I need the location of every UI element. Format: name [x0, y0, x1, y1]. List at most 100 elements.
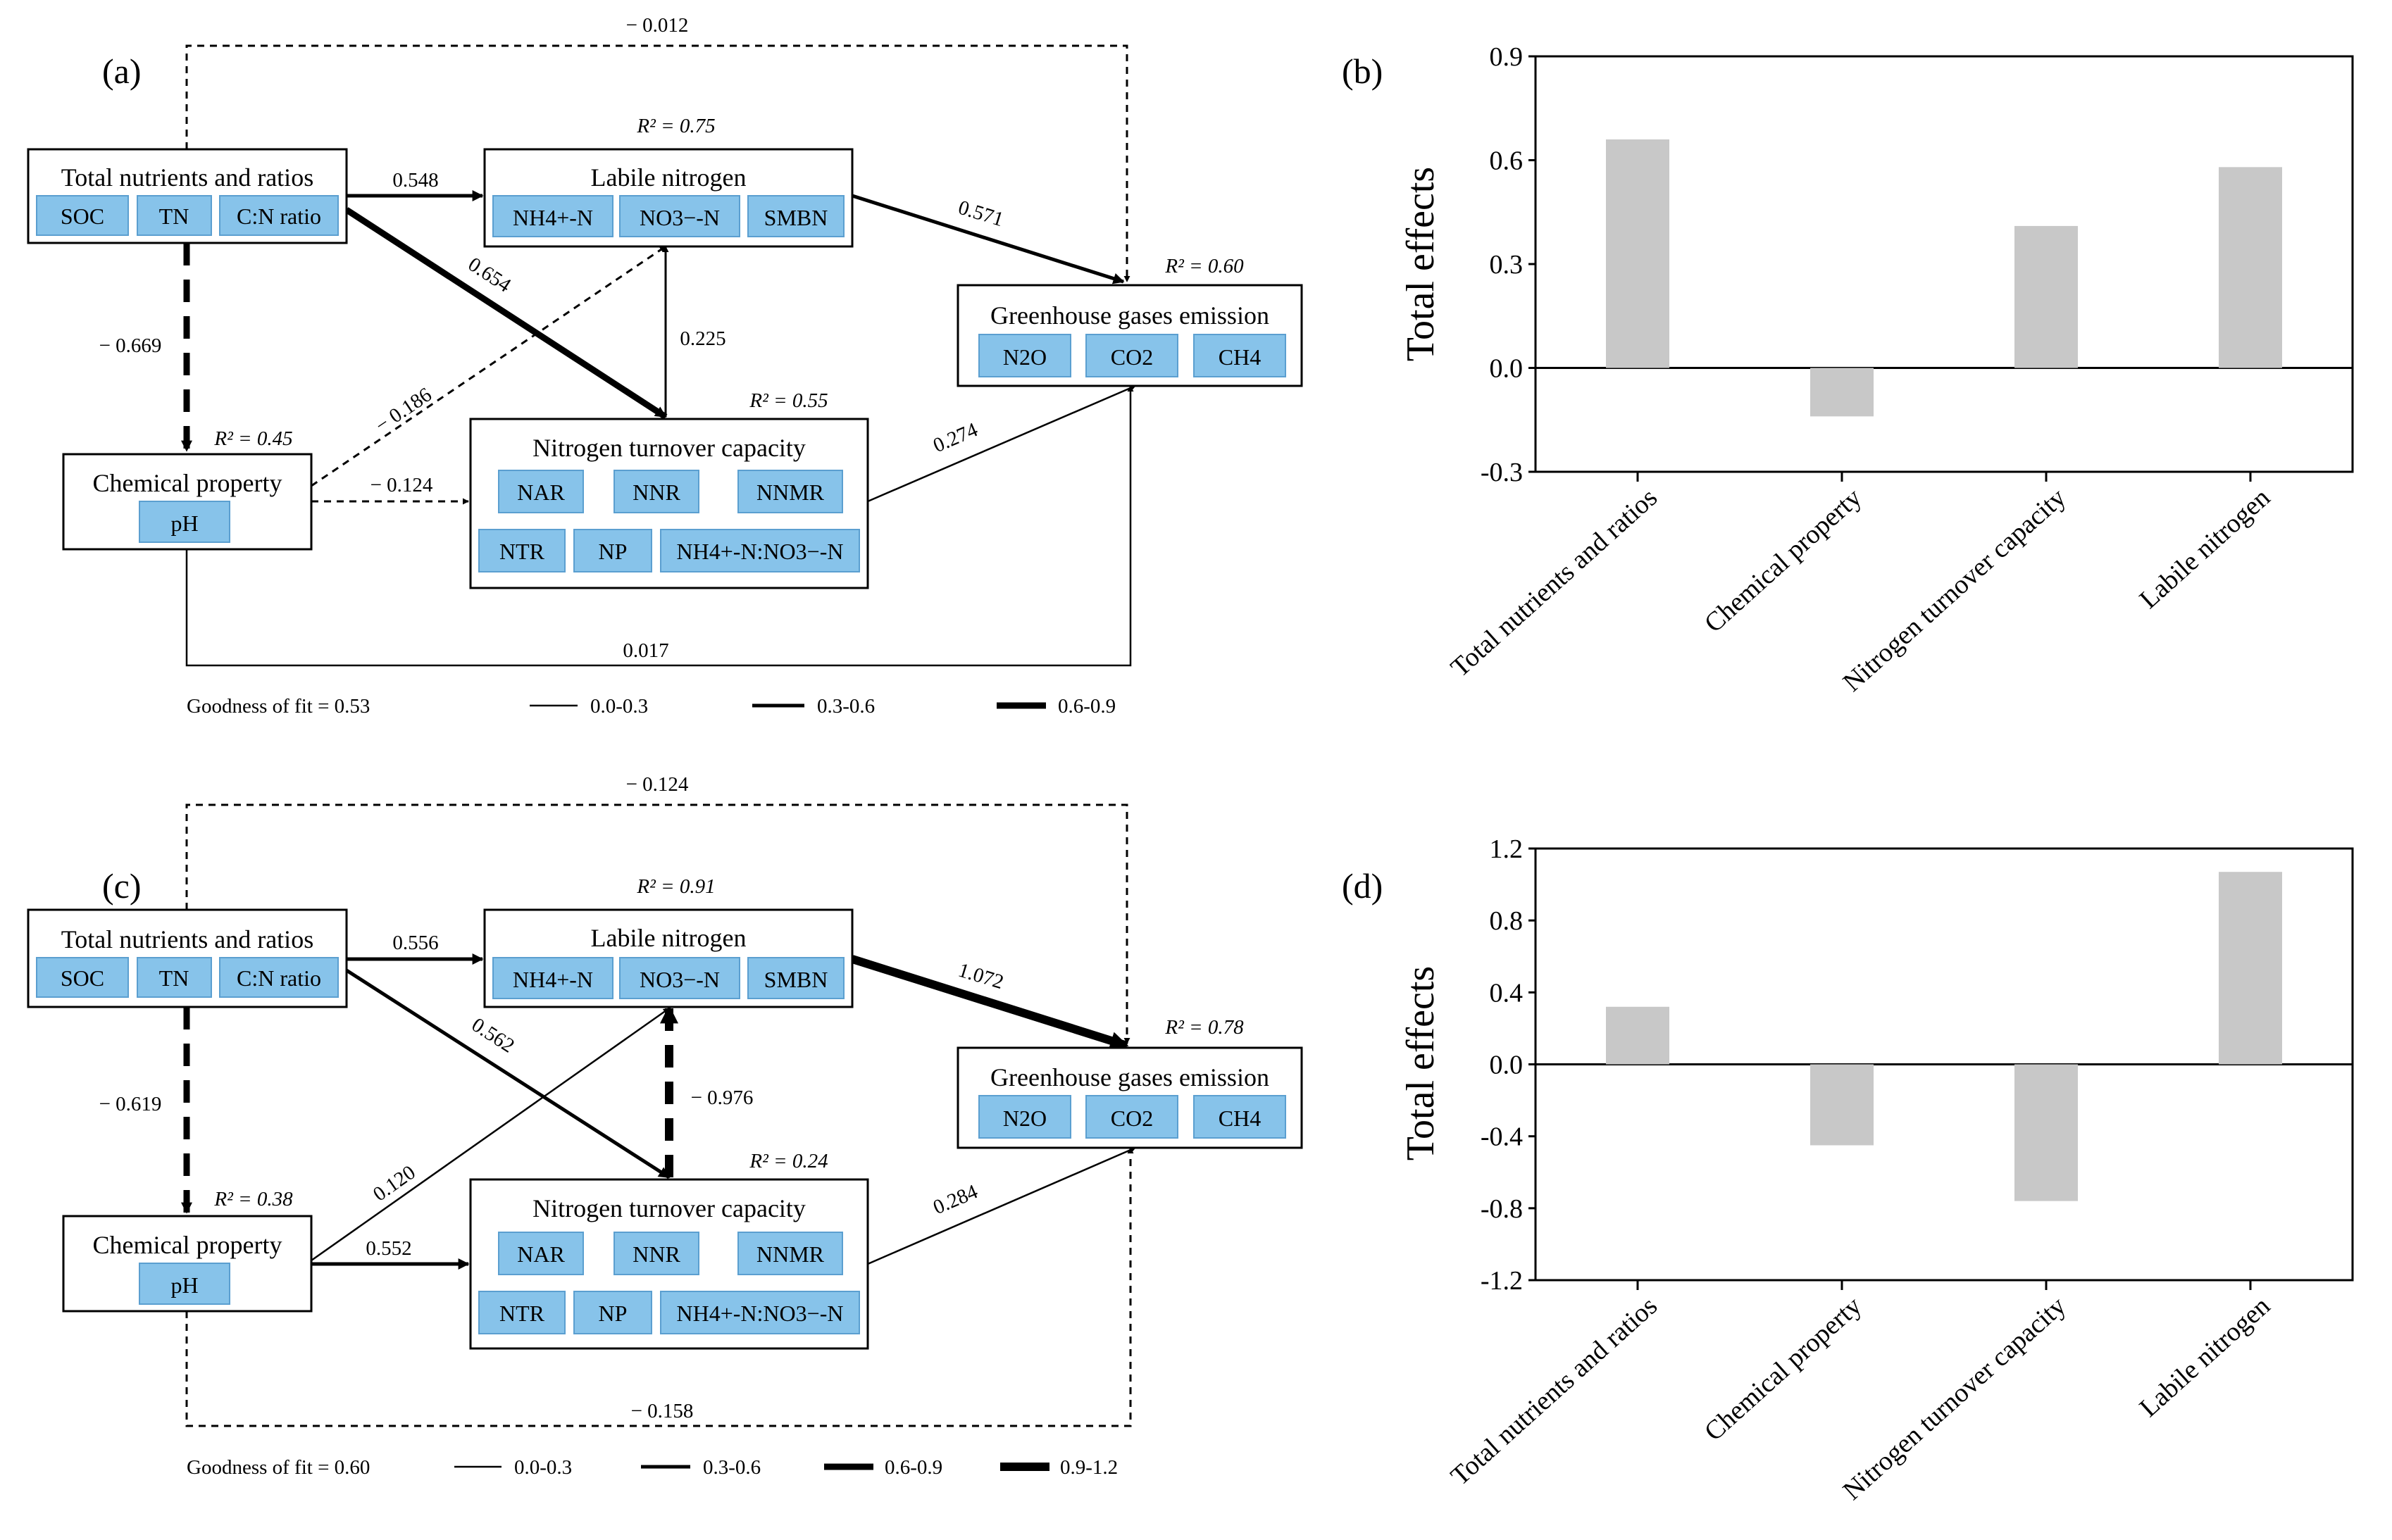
legend-item: 0.0-0.3: [590, 695, 648, 718]
chip-label: pH: [170, 1272, 198, 1298]
chip-label: NTR: [499, 539, 545, 564]
r2-chem: R² = 0.45: [213, 427, 292, 450]
chip-label: C:N ratio: [237, 965, 321, 991]
panel-a-diagram: (a) − 0.012 0.548 0.654 − 0.669 0.571 0.…: [27, 14, 1303, 718]
path-ntc-ghg: [867, 384, 1136, 503]
chip-label: pH: [170, 511, 198, 536]
panel-c-label: (c): [102, 866, 142, 906]
path-labile-ghg: [852, 194, 1125, 284]
chip-label: SOC: [61, 965, 104, 991]
bar: [2219, 872, 2282, 1065]
category-label: Chemical property: [1699, 1291, 1867, 1446]
y-tick-label: -0.3: [1481, 458, 1523, 487]
coef-total-labile: 0.548: [392, 169, 438, 192]
panel-d-label: (d): [1342, 866, 1383, 906]
chip-label: NO3−-N: [640, 205, 720, 230]
path-total-ntc: [345, 968, 671, 1179]
path-ntc-ghg: [867, 1146, 1136, 1265]
coef-top-loop: − 0.124: [626, 773, 689, 796]
path-labile-ghg: [851, 955, 1129, 1050]
box-title: Chemical property: [93, 469, 282, 497]
coef-labile-ghg: 0.571: [956, 196, 1007, 232]
y-tick-label: -1.2: [1481, 1266, 1523, 1296]
y-tick-label: 0.4: [1490, 978, 1524, 1008]
box-total-nutrients: Total nutrients and ratios SOC TN C:N ra…: [27, 148, 348, 244]
chip-label: NO3−-N: [640, 967, 720, 992]
box-labile-nitrogen: R² = 0.75 Labile nitrogen NH4+-N NO3−-N …: [483, 115, 854, 248]
path-chem-ghg: [185, 1147, 1134, 1427]
y-axis-label: Total effects: [1399, 167, 1443, 361]
path-total-ntc: [344, 207, 668, 420]
box-chemical-property: R² = 0.38 Chemical property pH: [62, 1188, 313, 1313]
chip-label: CH4: [1219, 1106, 1261, 1131]
bar: [1606, 1006, 1669, 1065]
y-tick-label: 0.0: [1490, 1051, 1524, 1080]
r2-ghg: R² = 0.78: [1164, 1016, 1244, 1039]
chip-label: NAR: [517, 1241, 565, 1267]
box-ghg-emission: R² = 0.78 Greenhouse gases emission N2O …: [957, 1016, 1303, 1149]
y-tick-label: 0.9: [1490, 42, 1524, 72]
box-nitrogen-turnover: R² = 0.55 Nitrogen turnover capacity NAR…: [469, 389, 869, 589]
category-label: Total nutrients and ratios: [1445, 482, 1663, 682]
category-label: Nitrogen turnover capacity: [1838, 482, 2072, 697]
legend-item: 0.3-0.6: [817, 695, 875, 718]
y-tick-label: 0.6: [1490, 146, 1524, 176]
coef-ntc-ghg: 0.274: [930, 418, 981, 457]
coef-ntc-labile: − 0.976: [691, 1087, 754, 1109]
path-total-ghg-loop: [185, 803, 1130, 1044]
coef-ntc-labile: 0.225: [680, 327, 725, 350]
chip-label: N2O: [1003, 344, 1047, 370]
coef-total-chem: − 0.669: [99, 334, 162, 357]
y-tick-label: -0.4: [1481, 1122, 1523, 1152]
category-label: Labile nitrogen: [2134, 482, 2276, 614]
chip-label: NP: [599, 1301, 628, 1326]
box-labile-nitrogen: R² = 0.91 Labile nitrogen NH4+-N NO3−-N …: [483, 875, 854, 1008]
chip-label: NNR: [633, 480, 680, 505]
r2-ghg: R² = 0.60: [1164, 255, 1244, 277]
box-title: Greenhouse gases emission: [990, 301, 1269, 330]
y-axis-label: Total effects: [1399, 966, 1443, 1160]
r2-ntc: R² = 0.24: [749, 1150, 828, 1172]
panel-c-diagram: (c) − 0.124 0.556 0.562 − 0.619 1.072 − …: [27, 773, 1303, 1479]
bar: [2014, 225, 2078, 368]
coef-total-labile: 0.556: [392, 932, 438, 954]
box-title: Nitrogen turnover capacity: [532, 434, 806, 462]
category-label: Nitrogen turnover capacity: [1838, 1291, 2072, 1505]
y-tick-label: 0.3: [1490, 250, 1524, 280]
box-title: Labile nitrogen: [591, 163, 747, 192]
coef-total-chem: − 0.619: [99, 1093, 162, 1115]
coef-chem-labile: − 0.186: [371, 383, 436, 437]
box-title: Chemical property: [93, 1231, 282, 1259]
legend-a: Goodness of fit = 0.53 0.0-0.3 0.3-0.6 0…: [187, 695, 1116, 718]
legend-item: 0.6-0.9: [1058, 695, 1116, 718]
chip-label: NH4+-N:NO3−-N: [677, 1301, 844, 1326]
chip-label: NAR: [517, 480, 565, 505]
category-label: Labile nitrogen: [2134, 1291, 2276, 1422]
chip-label: SOC: [61, 204, 104, 229]
chip-label: C:N ratio: [237, 204, 321, 229]
legend-item: 0.0-0.3: [514, 1456, 572, 1479]
category-label: Chemical property: [1699, 482, 1867, 638]
bar: [2219, 167, 2282, 368]
bar: [1606, 139, 1669, 368]
box-title: Total nutrients and ratios: [61, 163, 313, 192]
legend-item: 0.6-0.9: [885, 1456, 942, 1479]
legend-gof: Goodness of fit = 0.53: [187, 695, 370, 718]
chip-label: SMBN: [764, 205, 828, 230]
coef-chem-labile: 0.120: [369, 1161, 420, 1206]
legend-item: 0.3-0.6: [703, 1456, 761, 1479]
coef-labile-ghg: 1.072: [956, 959, 1007, 994]
chip-label: TN: [159, 204, 189, 229]
y-tick-label: 0.8: [1490, 906, 1524, 936]
chip-label: NNMR: [756, 480, 825, 505]
y-tick-label: 0.0: [1490, 354, 1524, 384]
path-chem-labile: [311, 1007, 670, 1262]
box-ghg-emission: R² = 0.60 Greenhouse gases emission N2O …: [957, 255, 1303, 387]
chip-label: SMBN: [764, 967, 828, 992]
r2-chem: R² = 0.38: [213, 1188, 293, 1210]
box-chemical-property: R² = 0.45 Chemical property pH: [62, 427, 313, 551]
